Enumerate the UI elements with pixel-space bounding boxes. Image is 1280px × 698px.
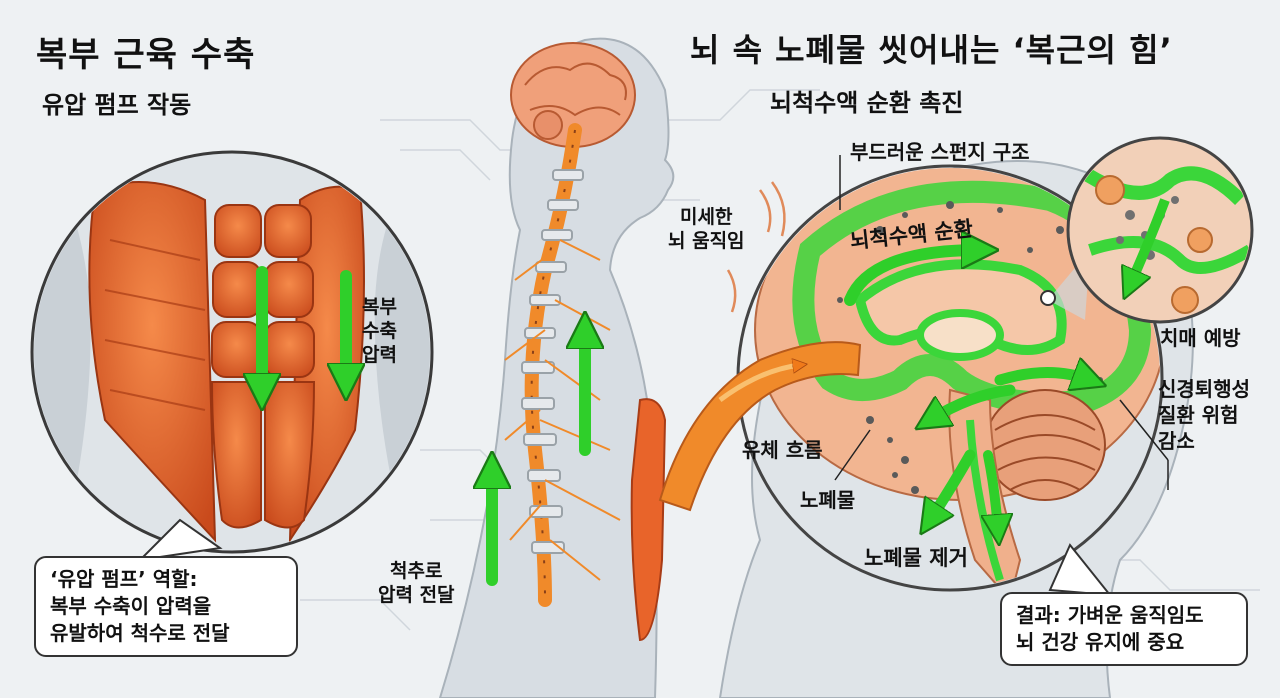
label-dementia: 치매 예방 <box>1160 326 1241 350</box>
oblique-muscle-left <box>88 181 217 543</box>
label-fluid-flow: 유체 흐름 <box>742 438 823 462</box>
brainstem <box>948 388 1022 588</box>
rectus-abdominis <box>210 204 316 529</box>
body-abdomen-muscle <box>630 398 667 642</box>
vertebrae <box>521 169 584 554</box>
zoom-detail <box>1040 136 1254 324</box>
csf-arrow-right <box>994 373 1090 381</box>
csf-arrow-left <box>930 384 1016 420</box>
right-title: 뇌 속 노폐물 씻어내는 ‘복근의 힘’ <box>690 31 1173 69</box>
label-waste-removal: 노폐물 제거 <box>864 546 968 570</box>
motion-lines <box>726 181 786 313</box>
csf-arrow-down-2 <box>988 450 998 530</box>
left-subtitle: 유압 펌프 작동 <box>42 91 192 119</box>
leader-lines <box>834 155 1169 490</box>
body-silhouette <box>438 37 675 698</box>
csf-flow-arrow <box>844 250 980 306</box>
left-title: 복부 근육 수축 <box>36 35 256 75</box>
cerebellum <box>984 389 1106 501</box>
label-waste: 노폐물 <box>800 488 856 512</box>
csf-arrow-down-1 <box>930 449 976 520</box>
right-subtitle: 뇌척수액 순환 촉진 <box>770 89 964 117</box>
csf-layer <box>792 180 1152 414</box>
label-sponge: 부드러운 스펀지 구조 <box>850 140 1030 164</box>
